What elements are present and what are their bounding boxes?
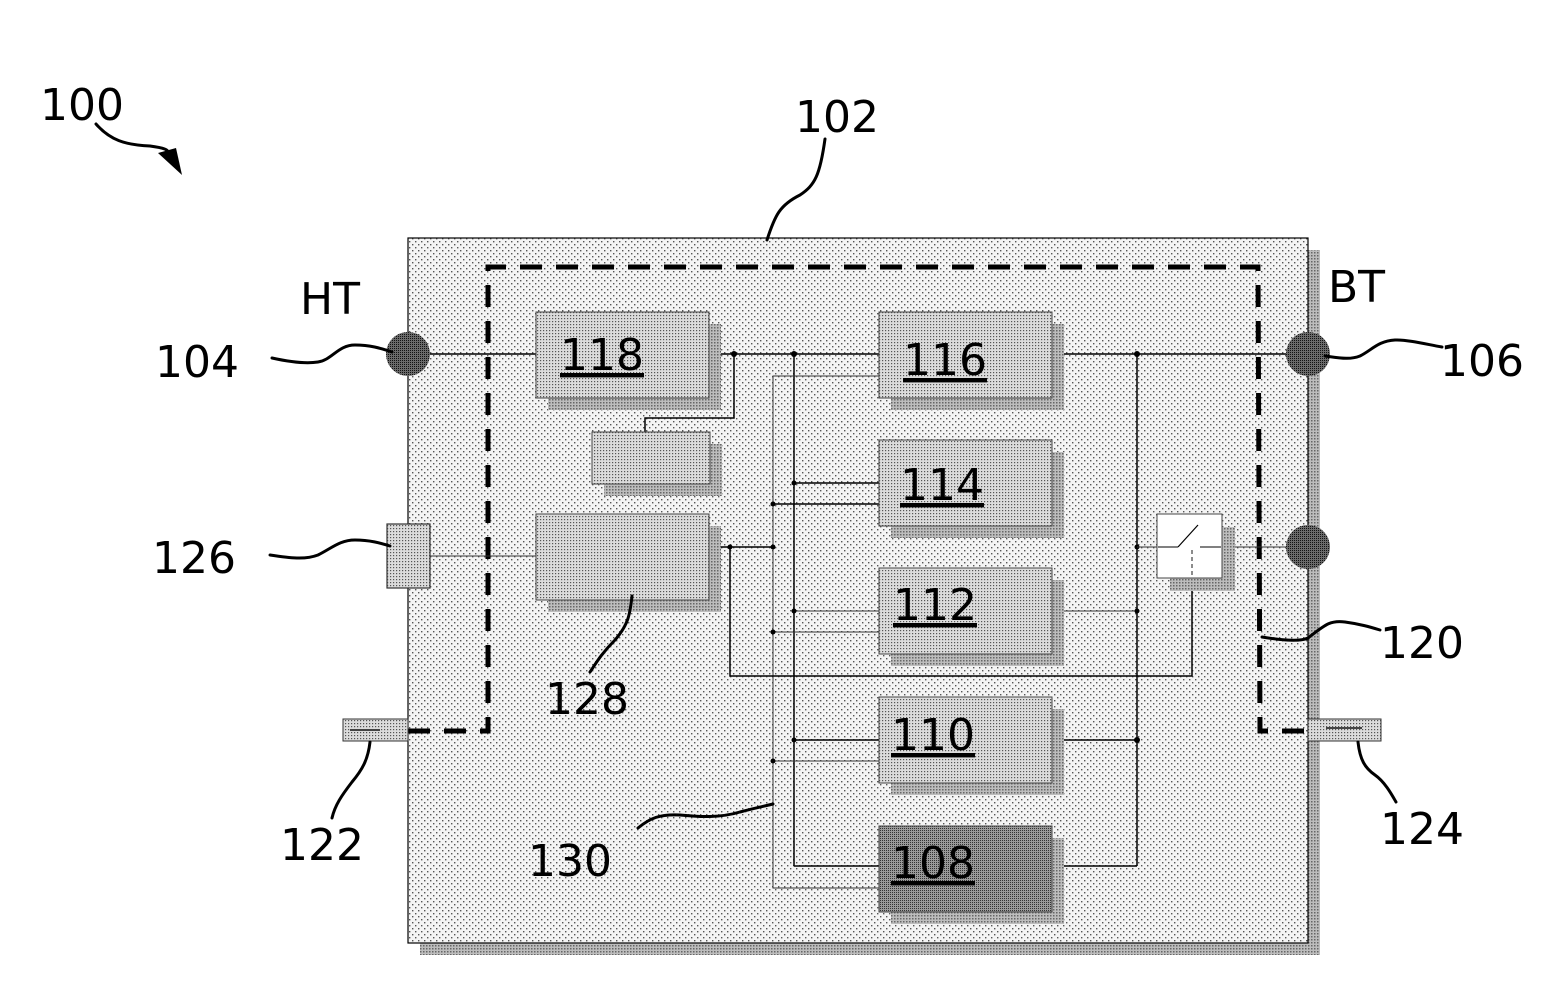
block-128-ref-label: 128 (545, 674, 629, 725)
block-112: 112 (878, 567, 1064, 666)
wire-118-aux (644, 354, 735, 432)
block-110-label: 110 (891, 710, 975, 761)
terminal-ht-ref: 104 (155, 337, 239, 388)
block-aux (591, 431, 722, 496)
block-118-label: 118 (560, 330, 644, 381)
figure-ref-arrow-line (94, 122, 170, 154)
block-114: 114 (878, 439, 1064, 538)
block-110: 110 (878, 696, 1064, 795)
block-128 (535, 513, 721, 612)
figure-ref-arrowhead-icon (158, 148, 182, 175)
connector-126 (386, 523, 431, 589)
bus-130-leader (636, 802, 775, 830)
port-122-leader (330, 740, 372, 820)
terminal-ht-104 (386, 332, 430, 376)
figure-ref-label: 100 (40, 80, 124, 131)
block-114-label: 114 (900, 460, 984, 511)
block-112-label: 112 (893, 580, 977, 631)
terminal-ht-leader (270, 343, 394, 365)
bus-130-ref: 130 (528, 836, 612, 887)
wire-128-switch-control (729, 547, 1193, 677)
terminal-ht-label: HT (300, 274, 360, 325)
connector-126-ref: 126 (152, 533, 236, 584)
boundary-ref-label: 120 (1380, 618, 1464, 669)
port-122-ref: 122 (280, 820, 364, 871)
switch-blade-icon (1177, 524, 1199, 548)
connector-126-leader (268, 538, 392, 560)
block-116-label: 116 (903, 335, 987, 386)
block-108-label: 108 (891, 838, 975, 889)
block-108: 108 (878, 825, 1064, 924)
terminal-bt-ref: 106 (1440, 336, 1524, 387)
port-124-ref: 124 (1380, 804, 1464, 855)
terminal-bt-leader (1323, 338, 1444, 360)
block-118: 118 (535, 311, 721, 410)
port-124-leader (1356, 740, 1398, 804)
enclosure-leader (765, 137, 827, 242)
block-116: 116 (878, 311, 1064, 410)
terminal-bt-106 (1286, 332, 1330, 376)
switch (1156, 513, 1235, 591)
terminal-bt-label: BT (1328, 262, 1385, 313)
terminal-bt-aux (1286, 525, 1330, 569)
boundary-leader (1260, 620, 1382, 642)
enclosure-ref-label: 102 (795, 92, 879, 143)
port-124 (1307, 718, 1382, 742)
block-128-leader (588, 594, 634, 674)
